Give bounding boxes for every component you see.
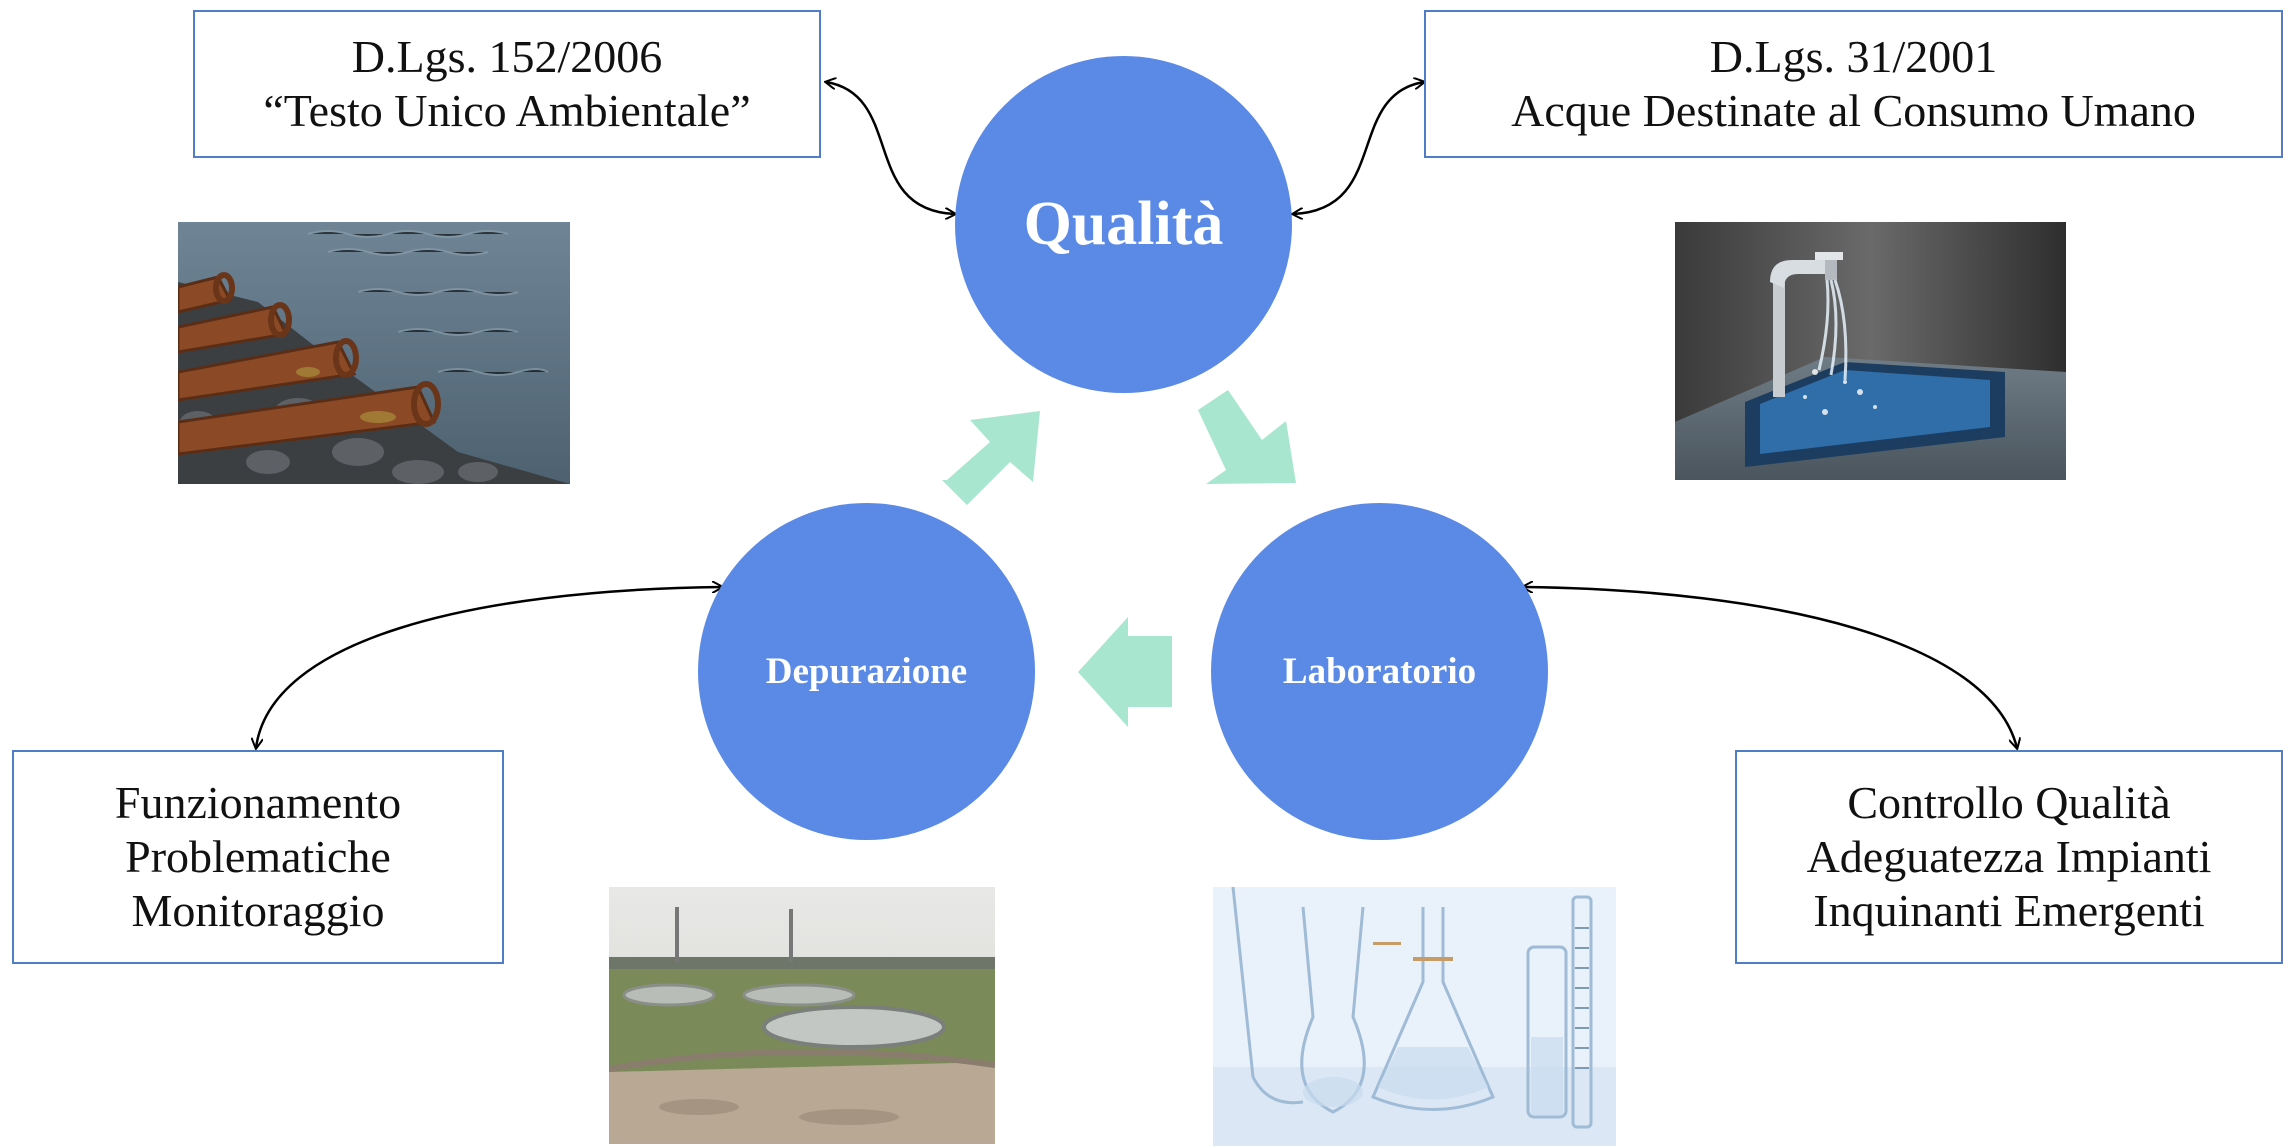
quality-node: Qualità xyxy=(955,56,1292,393)
treatment-plant-photo xyxy=(609,887,995,1144)
depurazione-label: Depurazione xyxy=(765,651,968,692)
topic-item: Problematiche xyxy=(125,830,391,882)
topic-item: Controllo Qualità xyxy=(1847,776,2171,828)
laboratorio-topics-box: Controllo Qualità Adeguatezza Impianti I… xyxy=(1735,750,2283,964)
topic-item: Monitoraggio xyxy=(131,885,385,937)
topic-item: Adeguatezza Impianti xyxy=(1806,830,2212,882)
regulation-box-152-2006: D.Lgs. 152/2006 “Testo Unico Ambientale” xyxy=(193,10,821,158)
water-tap-photo xyxy=(1675,222,2066,480)
regulation-box-31-2001: D.Lgs. 31/2001 Acque Destinate al Consum… xyxy=(1424,10,2283,158)
connector-laboratorio-bottomright xyxy=(1523,587,2017,748)
connector-depurazione-bottomleft xyxy=(256,587,722,748)
laboratorio-label: Laboratorio xyxy=(1282,651,1477,692)
cycle-arrow-quality-to-laboratorio xyxy=(1198,390,1296,484)
regulation-title: D.Lgs. 31/2001 xyxy=(1709,30,1998,82)
lab-glassware-photo xyxy=(1213,887,1616,1146)
regulation-title: D.Lgs. 152/2006 xyxy=(351,30,663,82)
cycle-arrow-laboratorio-to-depurazione xyxy=(1078,617,1172,727)
regulation-subtitle: “Testo Unico Ambientale” xyxy=(263,85,751,136)
depurazione-node: Depurazione xyxy=(698,503,1035,840)
topic-item: Inquinanti Emergenti xyxy=(1813,885,2205,937)
laboratorio-node: Laboratorio xyxy=(1211,503,1548,840)
connector-topright-quality xyxy=(1293,82,1424,214)
topic-item: Funzionamento xyxy=(114,776,402,828)
depurazione-topics-box: Funzionamento Problematiche Monitoraggio xyxy=(12,750,504,964)
connector-topleft-quality xyxy=(826,82,955,214)
regulation-subtitle: Acque Destinate al Consumo Umano xyxy=(1511,85,2196,136)
cycle-arrow-depurazione-to-quality xyxy=(942,411,1040,505)
discharge-pipes-photo xyxy=(178,222,570,484)
quality-label: Qualità xyxy=(1023,190,1224,258)
